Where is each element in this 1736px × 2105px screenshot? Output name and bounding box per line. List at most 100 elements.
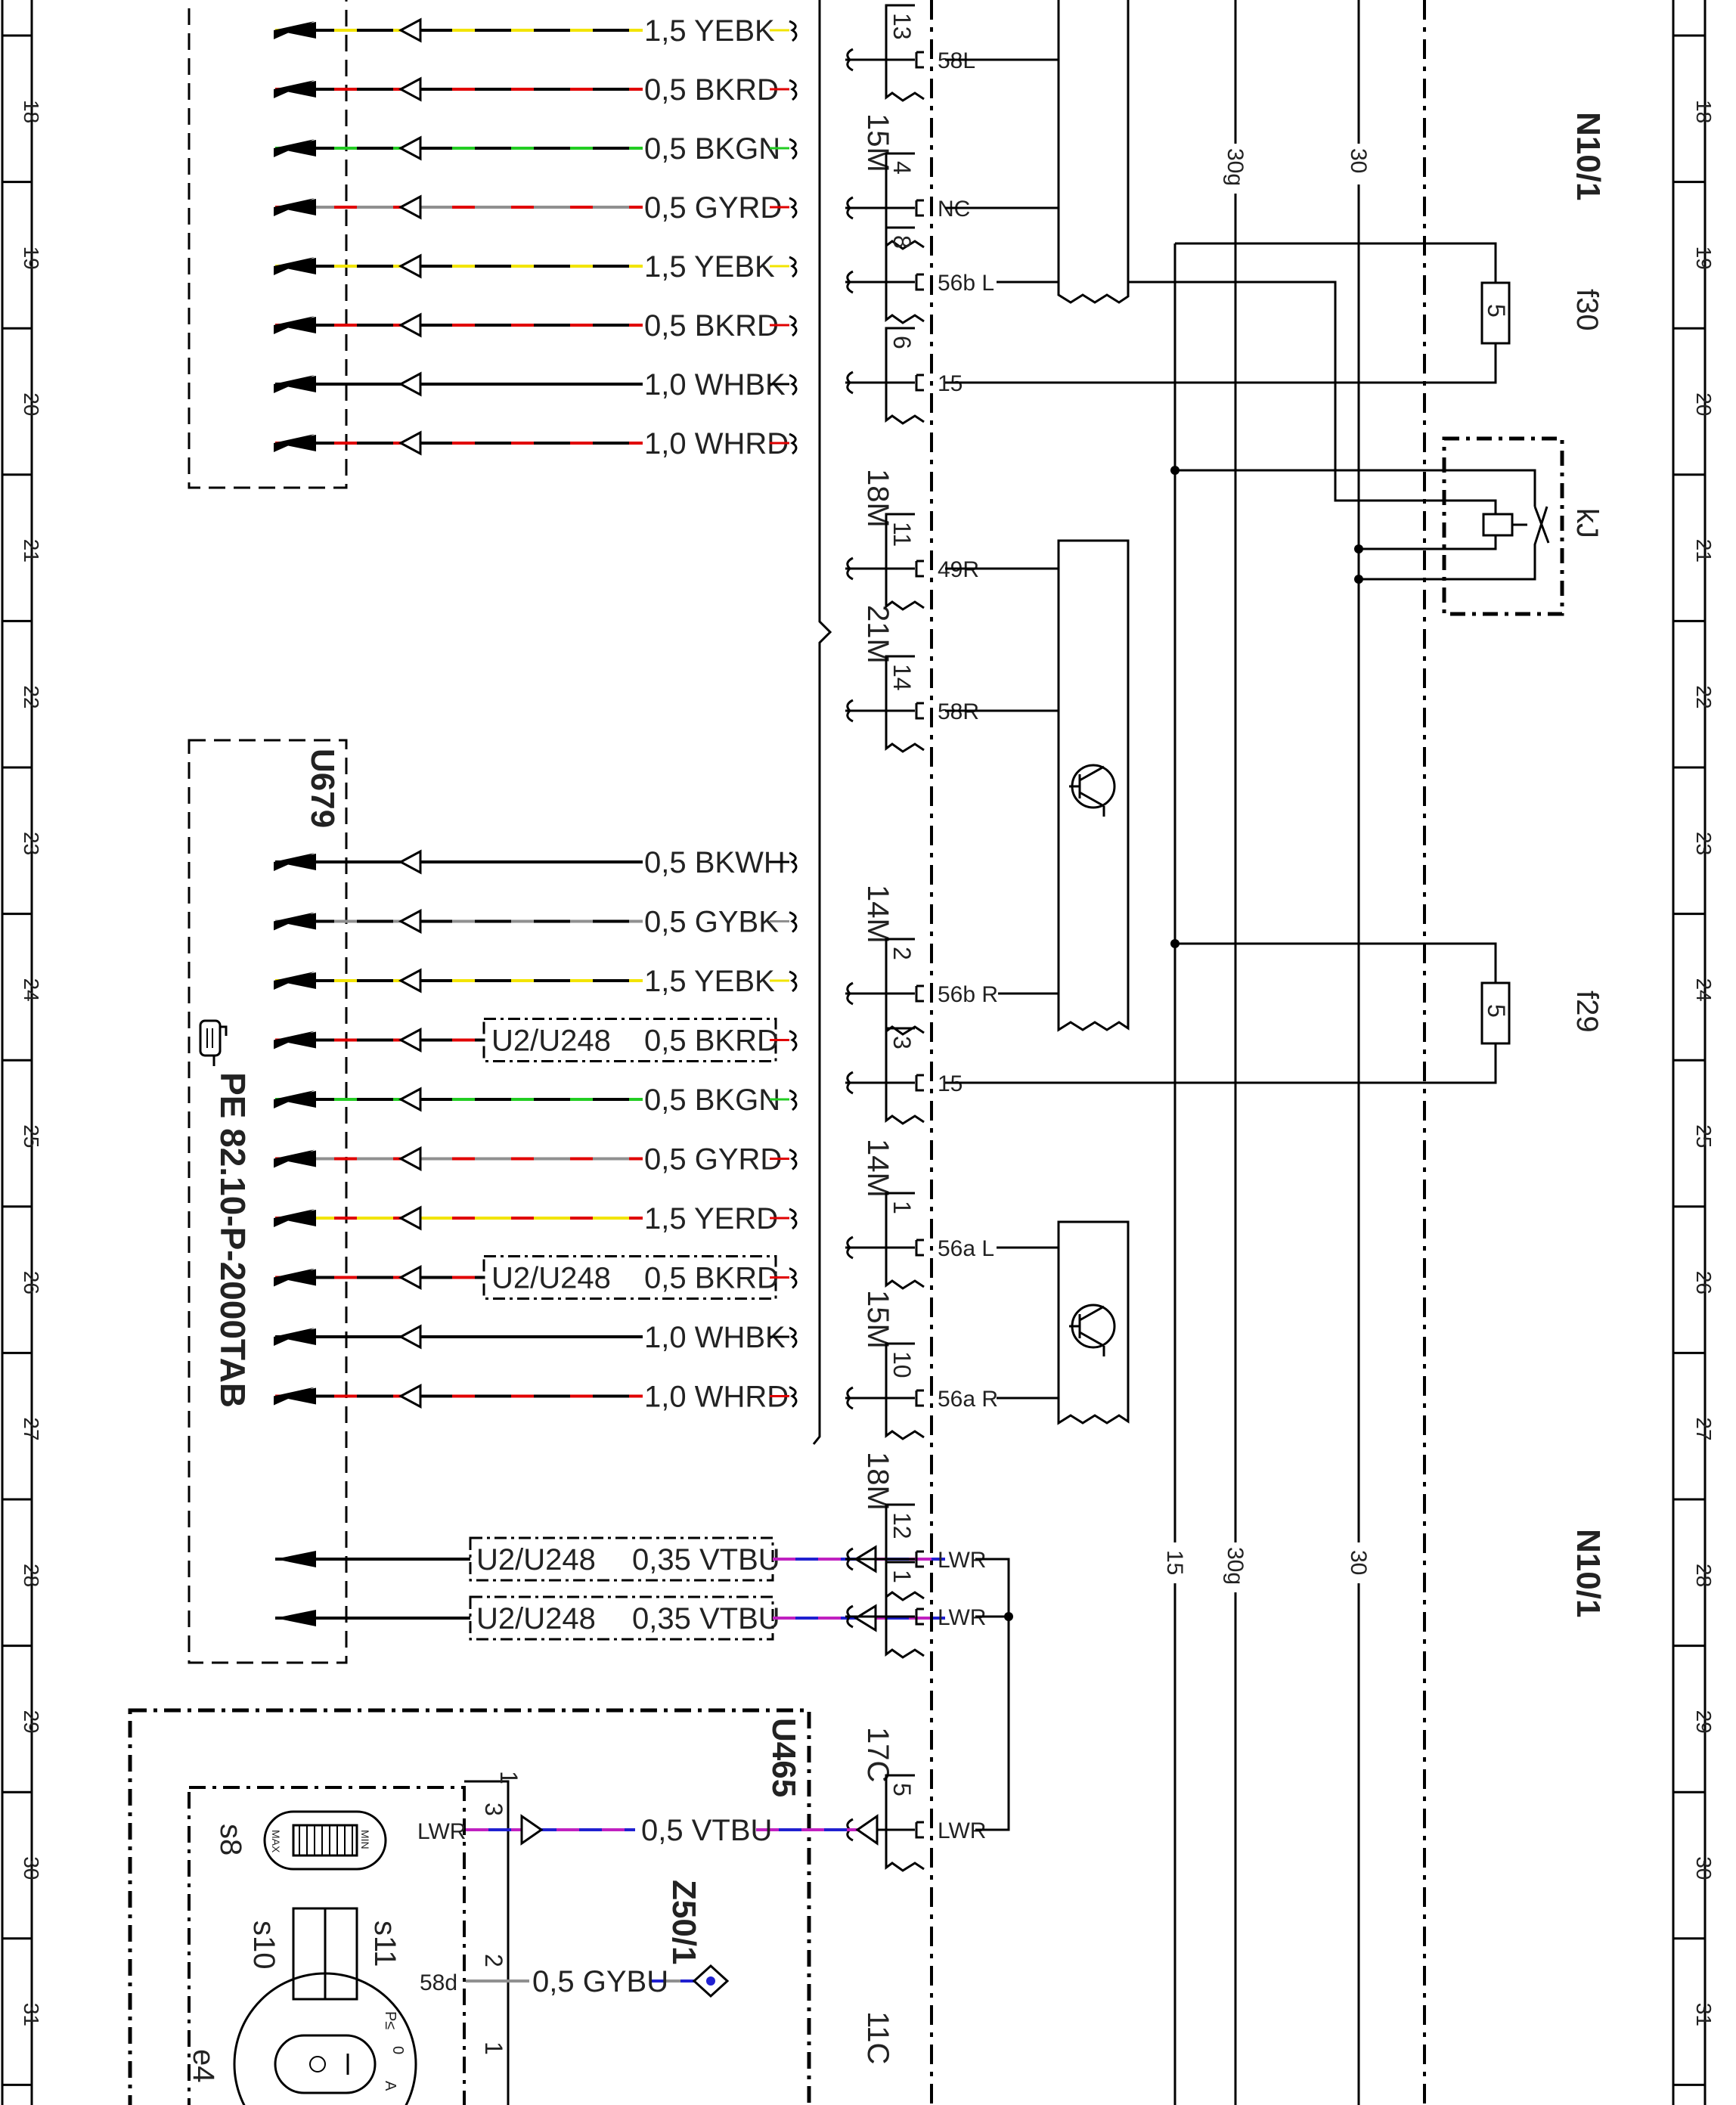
relay-coil-icon bbox=[1424, 469, 1550, 581]
s8-dimmer-icon bbox=[263, 1810, 387, 1871]
arrow-icon bbox=[275, 140, 316, 157]
wire-label: 1,0 WHRD bbox=[644, 427, 789, 460]
grid-label-right: 22 bbox=[1692, 685, 1716, 708]
wire-end-icon bbox=[789, 138, 798, 160]
u465-pin2: 2 bbox=[480, 1954, 507, 1967]
wire-label: 1,5 YEBK bbox=[644, 14, 775, 48]
wire-label: 1,0 WHRD bbox=[644, 1381, 789, 1414]
grid-label-right: 21 bbox=[1692, 539, 1716, 563]
grid-label-right: 19 bbox=[1692, 246, 1716, 270]
bus-30g-label: 30g bbox=[1223, 1547, 1248, 1585]
wire-end-icon bbox=[789, 1089, 798, 1111]
u465-58d-term: 58d bbox=[420, 1970, 457, 1995]
grid-label-right: 31 bbox=[1692, 2003, 1716, 2026]
light-switch-icon bbox=[233, 1972, 417, 2105]
wire: 1,5 YEBK bbox=[274, 250, 798, 284]
arrow-icon bbox=[275, 1091, 316, 1108]
relay-kj-box bbox=[1442, 436, 1564, 616]
fog-switch-icon bbox=[292, 1907, 358, 2001]
u465-connector bbox=[464, 1780, 510, 2105]
s8-label: s8 bbox=[214, 1824, 247, 1855]
arrow-icon bbox=[275, 317, 316, 333]
variant-label: U2/U248 bbox=[491, 1025, 611, 1058]
wire: 1,0 WHBK bbox=[274, 1321, 798, 1354]
wire-end-icon bbox=[789, 1386, 798, 1408]
wire-end-icon bbox=[789, 432, 798, 455]
pin-number: 3 bbox=[888, 1036, 916, 1049]
fuse-f30-label: f30 bbox=[1570, 289, 1604, 331]
wire: 0,5 BKWH bbox=[274, 846, 798, 879]
u465-lwr-wire bbox=[466, 1814, 879, 1846]
bus-30-label: 30 bbox=[1346, 1550, 1371, 1575]
wire: 1,0 WHRD bbox=[274, 1381, 798, 1414]
arrow-icon bbox=[275, 1387, 316, 1405]
wire-label: 1,5 YERD bbox=[644, 1202, 778, 1235]
pin-number: 14 bbox=[888, 664, 916, 691]
wire-end-icon bbox=[789, 851, 798, 874]
wire-label: 1,0 WHBK bbox=[644, 1321, 786, 1354]
grid-label-left: 31 bbox=[20, 2003, 43, 2026]
u465-lwr-wire-label: 0,5 VTBU bbox=[641, 1814, 772, 1847]
s10-label: s10 bbox=[247, 1921, 281, 1970]
connector-label: 11C bbox=[861, 2011, 894, 2064]
wire-label: 0,35 VTBU bbox=[632, 1543, 780, 1576]
variant-box bbox=[482, 1018, 777, 1062]
connector-arrow-icon bbox=[398, 908, 422, 935]
connector-label: 14M bbox=[861, 885, 894, 944]
u679-label: U679 bbox=[304, 749, 341, 828]
arrow-icon bbox=[275, 1210, 316, 1226]
arrow-icon bbox=[275, 1031, 316, 1049]
switch-mark-a: A bbox=[382, 2081, 398, 2091]
arrow-icon bbox=[275, 1328, 316, 1345]
bus-30g-label-top: 30g bbox=[1223, 148, 1248, 186]
wire: 1,5 YERD bbox=[274, 1202, 798, 1235]
wire: 0,5 BKGN bbox=[274, 132, 798, 166]
connector-arrow-icon bbox=[398, 849, 422, 875]
arrow-icon bbox=[275, 22, 316, 39]
wire-label: 0,5 BKRD bbox=[644, 1262, 779, 1295]
grid-label-right: 20 bbox=[1692, 392, 1716, 416]
u465-module-box bbox=[128, 1708, 811, 2105]
wire-label: 0,5 BKGN bbox=[644, 1084, 780, 1117]
pin-terminal: 56b L bbox=[938, 271, 994, 296]
relay-label: kJ bbox=[1570, 508, 1604, 538]
connector-label: 14M bbox=[861, 1139, 894, 1198]
wire: 0,5 BKGN bbox=[274, 1084, 798, 1117]
bus-15-label: 15 bbox=[1162, 1550, 1187, 1575]
wire-end-icon bbox=[789, 1267, 798, 1289]
arrow-icon bbox=[275, 81, 316, 98]
pin-terminal: 56a R bbox=[938, 1387, 998, 1412]
arrow-icon bbox=[275, 435, 316, 451]
connector-arrow-icon bbox=[398, 1383, 422, 1409]
grid-label-right: 28 bbox=[1692, 1564, 1716, 1587]
wire-label: 0,5 BKRD bbox=[644, 309, 779, 343]
wire-end-icon bbox=[789, 970, 798, 993]
connector-arrow-icon bbox=[398, 1205, 422, 1231]
grid-label-left: 25 bbox=[20, 1124, 43, 1148]
s8-min: MIN bbox=[359, 1830, 371, 1849]
wire-label: 0,5 BKGN bbox=[644, 132, 780, 166]
grid-label-left: 19 bbox=[20, 246, 43, 270]
wire: 1,0 WHRD bbox=[274, 427, 798, 460]
grid-label-right: 18 bbox=[1692, 100, 1716, 123]
switch-unit-box bbox=[188, 1786, 466, 2105]
connector-arrow-icon bbox=[398, 371, 422, 397]
n10-label-top: N10/1 bbox=[1570, 112, 1607, 200]
connector-arrow-icon bbox=[854, 1604, 877, 1632]
grid-label-left: 22 bbox=[20, 685, 43, 708]
bus-30-label-top: 30 bbox=[1346, 148, 1371, 173]
bus-lines bbox=[1173, 0, 1360, 2105]
arrow-icon bbox=[275, 972, 316, 989]
arrow-icon bbox=[275, 1610, 316, 1626]
wire: 0,5 BKRD bbox=[274, 73, 798, 107]
grid-label-right: 23 bbox=[1692, 832, 1716, 855]
u465-pin1-top: 1 bbox=[495, 1771, 522, 1784]
